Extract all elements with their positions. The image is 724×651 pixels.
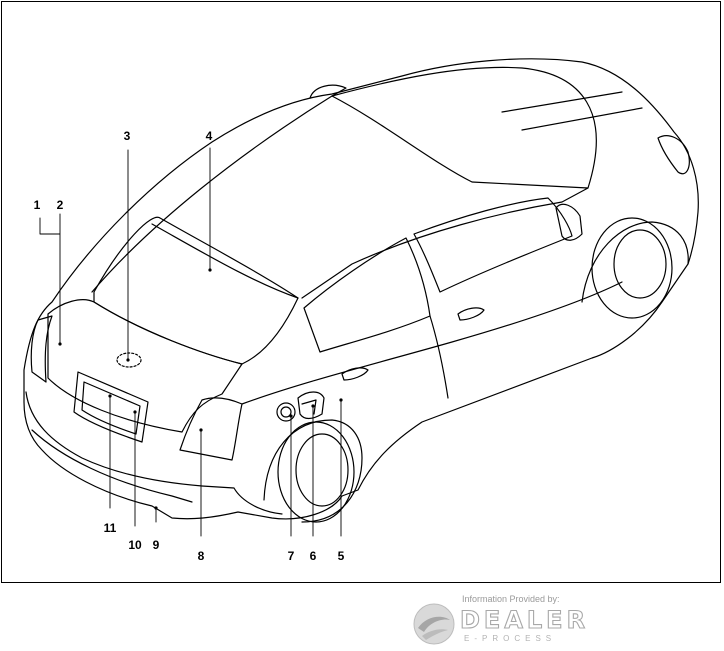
side-mirror — [555, 203, 583, 241]
credit-wordmark: DEALER — [459, 605, 590, 634]
rear-wheel — [277, 421, 355, 523]
callout-5: 5 — [337, 549, 345, 563]
callout-4: 4 — [205, 129, 213, 143]
callout-3: 3 — [123, 129, 131, 143]
dealer-e-process-credit: Information Provided by: DEALER E-PROCES… — [410, 592, 624, 648]
tail-light-left — [30, 315, 53, 383]
car-rear-view-illustration — [23, 58, 699, 537]
fuel-door-hinge — [301, 399, 317, 415]
rear-door-handle — [341, 367, 369, 381]
roof-inner-line — [331, 95, 589, 189]
fuel-cap-inner — [280, 406, 292, 418]
callout-7: 7 — [287, 549, 295, 563]
swirl-globe-icon — [413, 603, 455, 645]
leader-dots — [58, 268, 343, 510]
callout-2: 2 — [56, 198, 64, 212]
callout-11: 11 — [103, 521, 117, 535]
rear-wheel-hub — [295, 433, 349, 507]
callout-10: 10 — [128, 538, 142, 552]
diagram-frame: 1 2 3 4 5 6 7 8 9 10 11 — [1, 1, 721, 583]
credit-caption: Information Provided by: — [462, 594, 560, 604]
front-headlamp — [657, 135, 690, 175]
trunk-lid — [47, 299, 243, 433]
tail-light-right — [179, 397, 243, 461]
fuel-cap — [276, 402, 296, 422]
credit-subtitle: E-PROCESS — [464, 634, 557, 643]
license-plate-recess — [73, 371, 149, 443]
callout-6: 6 — [309, 549, 317, 563]
roof-stripe-2 — [521, 107, 643, 131]
door-split-line — [429, 315, 449, 399]
rear-bumper — [25, 391, 283, 515]
side-character-line — [241, 281, 623, 405]
license-plate — [81, 381, 141, 435]
front-side-window — [413, 197, 573, 293]
callout-9: 9 — [152, 538, 160, 552]
callout-8: 8 — [197, 549, 205, 563]
leader-lines — [39, 147, 342, 537]
rear-window — [93, 216, 299, 365]
front-wheel-hub — [613, 229, 667, 299]
rear-side-window — [303, 237, 431, 353]
antenna — [309, 84, 347, 99]
fuel-filler-door — [297, 391, 325, 420]
roof-stripe — [501, 91, 623, 113]
car-body-outline — [23, 58, 699, 520]
roof-line — [91, 66, 597, 299]
rear-window-top-line — [151, 223, 299, 299]
callout-1: 1 — [33, 198, 41, 212]
front-door-handle — [457, 307, 485, 321]
bumper-lower-line — [31, 429, 193, 503]
emblem-marker — [116, 352, 142, 368]
front-wheel — [591, 217, 673, 319]
